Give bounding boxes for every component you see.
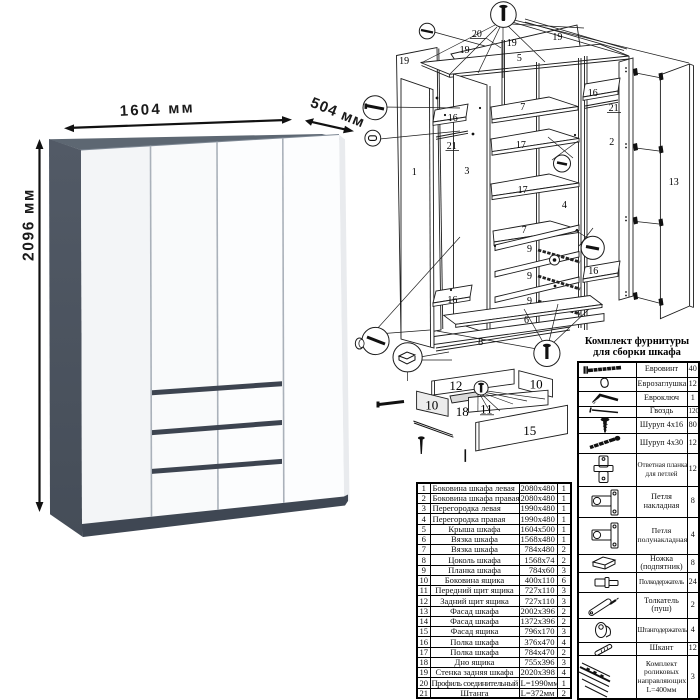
svg-text:11: 11 bbox=[480, 402, 493, 417]
svg-text:10: 10 bbox=[530, 377, 543, 392]
svg-text:15: 15 bbox=[523, 423, 536, 438]
svg-text:16: 16 bbox=[588, 88, 598, 99]
svg-text:20: 20 bbox=[472, 29, 482, 40]
svg-text:504 мм: 504 мм bbox=[308, 94, 368, 131]
svg-text:5: 5 bbox=[517, 53, 522, 64]
svg-text:16: 16 bbox=[588, 266, 598, 277]
svg-text:12: 12 bbox=[449, 378, 462, 393]
svg-text:1: 1 bbox=[412, 167, 417, 178]
svg-text:7: 7 bbox=[522, 225, 527, 236]
svg-text:19: 19 bbox=[552, 32, 562, 43]
svg-text:16: 16 bbox=[447, 295, 457, 306]
svg-text:9: 9 bbox=[527, 296, 532, 307]
svg-text:19: 19 bbox=[507, 38, 517, 49]
svg-text:6: 6 bbox=[524, 315, 529, 326]
svg-text:19: 19 bbox=[460, 45, 470, 56]
svg-text:17: 17 bbox=[518, 185, 528, 196]
svg-text:4: 4 bbox=[562, 200, 567, 211]
svg-text:13: 13 bbox=[669, 177, 679, 188]
svg-text:7: 7 bbox=[520, 102, 525, 113]
svg-text:18: 18 bbox=[456, 404, 469, 419]
svg-text:3: 3 bbox=[464, 166, 469, 177]
svg-text:16: 16 bbox=[448, 113, 458, 124]
svg-text:8: 8 bbox=[478, 337, 483, 348]
svg-text:2: 2 bbox=[609, 137, 614, 148]
svg-text:19: 19 bbox=[399, 56, 409, 67]
svg-text:17: 17 bbox=[516, 140, 526, 151]
svg-text:9: 9 bbox=[527, 244, 532, 255]
svg-text:9: 9 bbox=[527, 271, 532, 282]
svg-text:10: 10 bbox=[425, 398, 438, 413]
svg-text:21: 21 bbox=[609, 103, 619, 114]
svg-text:2096 мм: 2096 мм bbox=[21, 188, 38, 261]
svg-text:21: 21 bbox=[447, 141, 457, 152]
svg-text:1604 мм: 1604 мм bbox=[119, 99, 195, 120]
